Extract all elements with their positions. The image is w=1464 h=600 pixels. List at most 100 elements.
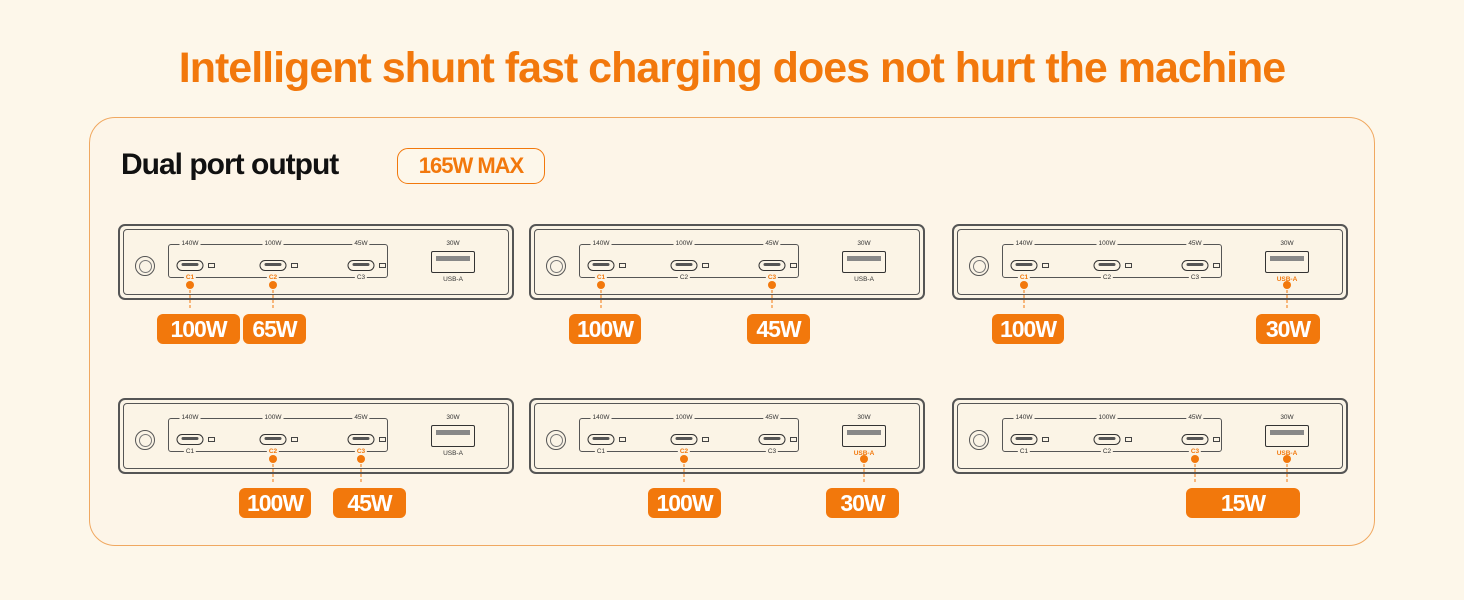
output-watt-badge: 15W xyxy=(1186,488,1300,518)
usb-c-port xyxy=(176,260,204,271)
port-rating-label: 100W xyxy=(262,240,284,248)
indicator-line xyxy=(863,459,865,482)
port-name-label: USB-A xyxy=(851,450,877,458)
max-power-badge: 165W MAX xyxy=(397,148,545,184)
laptop-icon xyxy=(208,263,215,268)
laptop-icon xyxy=(1042,263,1049,268)
usb-a-port xyxy=(1265,425,1309,447)
port-name-label: C1 xyxy=(594,274,608,282)
charger-body xyxy=(118,224,514,300)
laptop-icon xyxy=(702,437,709,442)
charger-diagram: 140W C1 100W C2 45W C3 30W USB-A xyxy=(118,398,514,474)
laptop-icon xyxy=(619,437,626,442)
port-name-label: C2 xyxy=(266,274,280,282)
port-name-label: USB-A xyxy=(441,450,465,458)
indicator-line xyxy=(272,459,274,482)
laptop-icon xyxy=(790,437,797,442)
indicator-line xyxy=(1286,459,1288,482)
usb-c-port xyxy=(587,260,615,271)
port-name-label: USB-A xyxy=(1274,450,1300,458)
port-rating-label: 45W xyxy=(1186,414,1204,422)
port-name-label: C3 xyxy=(354,448,368,456)
usb-c-port xyxy=(1010,260,1038,271)
usb-a-port xyxy=(431,251,475,273)
laptop-icon xyxy=(1125,263,1132,268)
laptop-icon xyxy=(379,263,386,268)
port-name-label: USB-A xyxy=(852,276,876,284)
charger-faceplate xyxy=(123,229,509,295)
port-rating-label: 45W xyxy=(352,414,370,422)
port-rating-label: 140W xyxy=(590,414,612,422)
port-rating-label: 140W xyxy=(179,414,201,422)
port-rating-label: 100W xyxy=(1096,240,1118,248)
usb-c-port xyxy=(758,434,786,445)
charger-faceplate xyxy=(534,229,920,295)
port-rating-label: 140W xyxy=(1013,414,1035,422)
port-name-label: C1 xyxy=(1017,274,1031,282)
output-watt-badge: 100W xyxy=(239,488,311,518)
port-name-label: C3 xyxy=(1188,274,1202,282)
charger-body xyxy=(952,398,1348,474)
port-rating-label: 30W xyxy=(855,414,873,422)
usb-c-port xyxy=(1093,260,1121,271)
port-rating-label: 140W xyxy=(590,240,612,248)
usb-c-port xyxy=(1010,434,1038,445)
port-rating-label: 140W xyxy=(179,240,201,248)
port-name-label: C2 xyxy=(1100,448,1114,456)
port-rating-label: 30W xyxy=(444,414,462,422)
port-rating-label: 30W xyxy=(1278,414,1296,422)
usb-c-port xyxy=(259,260,287,271)
port-name-label: C2 xyxy=(677,448,691,456)
indicator-line xyxy=(272,285,274,308)
usb-c-port xyxy=(587,434,615,445)
indicator-line xyxy=(360,459,362,482)
power-button xyxy=(546,256,566,276)
port-name-label: C2 xyxy=(1100,274,1114,282)
usb-c-port xyxy=(1181,434,1209,445)
output-watt-badge: 100W xyxy=(648,488,721,518)
usb-c-port xyxy=(758,260,786,271)
charger-body xyxy=(118,398,514,474)
port-name-label: C2 xyxy=(266,448,280,456)
power-button xyxy=(135,256,155,276)
laptop-icon xyxy=(619,263,626,268)
output-watt-badge: 30W xyxy=(1256,314,1320,344)
charger-faceplate xyxy=(957,403,1343,469)
usb-c-port xyxy=(670,434,698,445)
charger-faceplate xyxy=(957,229,1343,295)
laptop-icon xyxy=(1213,263,1220,268)
usb-a-port xyxy=(842,251,886,273)
laptop-icon xyxy=(1213,437,1220,442)
laptop-icon xyxy=(1042,437,1049,442)
output-watt-badge: 45W xyxy=(333,488,406,518)
port-rating-label: 45W xyxy=(763,240,781,248)
laptop-icon xyxy=(291,437,298,442)
port-name-label: C1 xyxy=(183,448,197,456)
charger-faceplate xyxy=(534,403,920,469)
port-name-label: C3 xyxy=(1188,448,1202,456)
power-button xyxy=(969,256,989,276)
usb-a-port xyxy=(842,425,886,447)
port-name-label: C1 xyxy=(1017,448,1031,456)
output-watt-badge: 30W xyxy=(826,488,899,518)
charger-body xyxy=(952,224,1348,300)
output-watt-badge: 100W xyxy=(569,314,641,344)
port-rating-label: 100W xyxy=(262,414,284,422)
charger-body xyxy=(529,398,925,474)
laptop-icon xyxy=(379,437,386,442)
port-name-label: C1 xyxy=(183,274,197,282)
indicator-line xyxy=(1023,285,1025,308)
laptop-icon xyxy=(1125,437,1132,442)
headline: Intelligent shunt fast charging does not… xyxy=(178,44,1286,92)
port-name-label: C2 xyxy=(677,274,691,282)
power-button xyxy=(969,430,989,450)
usb-c-port xyxy=(347,434,375,445)
port-name-label: C3 xyxy=(765,448,779,456)
power-button xyxy=(546,430,566,450)
port-rating-label: 45W xyxy=(352,240,370,248)
port-rating-label: 100W xyxy=(1096,414,1118,422)
usb-c-port xyxy=(670,260,698,271)
